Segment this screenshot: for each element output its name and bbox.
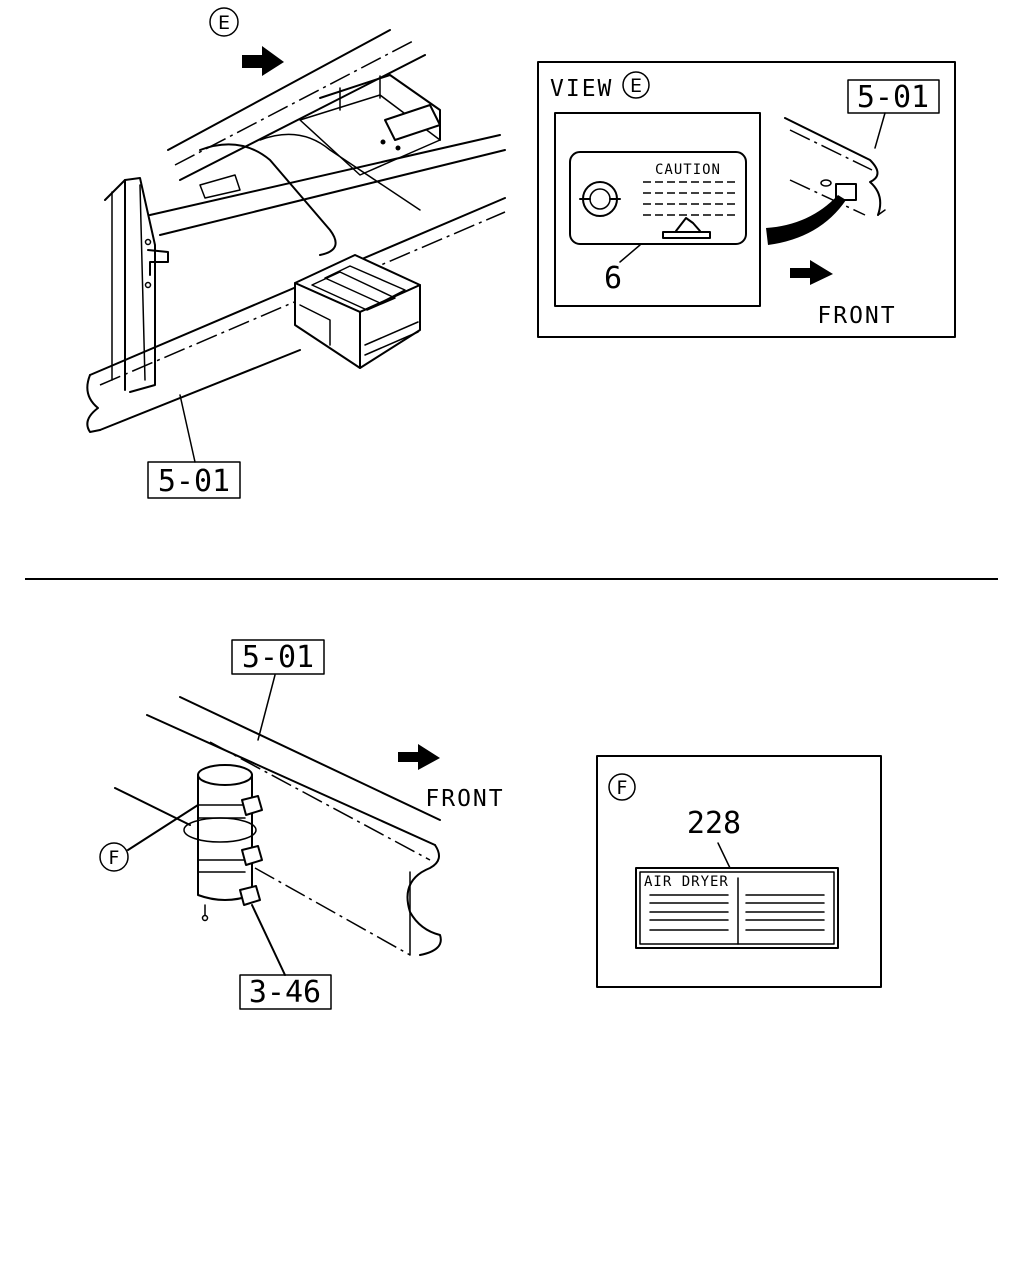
frame-rail-end-profile [86, 374, 101, 433]
view-e-rail-flange [877, 209, 886, 216]
post-clip [147, 249, 169, 276]
frame-rail-upper-inner [179, 54, 426, 181]
frame-rail-upper-edge [167, 29, 391, 151]
view-e-rail-hole [820, 179, 832, 187]
bolt-hole-2 [395, 145, 401, 151]
front-arrow-icon-bottom [398, 744, 440, 770]
view-arrow-icon [242, 46, 284, 76]
location-arrow-icon [766, 195, 846, 245]
caution-text: CAUTION [655, 162, 721, 178]
view-marker-f: F [109, 847, 120, 869]
leader-line-f [127, 804, 199, 851]
ref-box-5-01-bottom [231, 639, 325, 675]
caution-symbol-inner [589, 188, 611, 210]
frame-rail-lower-bottom [99, 349, 301, 431]
leader-line-228 [717, 842, 731, 869]
leader-line-3-46 [251, 904, 286, 976]
battery-box-slot-1 [311, 271, 396, 311]
leader-line-5-01-top [179, 394, 196, 463]
bracket-block [384, 104, 441, 141]
air-dryer-plate-inner [639, 871, 835, 945]
cross-member-tab [199, 174, 241, 199]
frame-rail-mid-inner [159, 149, 506, 236]
view-e-frame [537, 61, 956, 338]
view-f-marker-circle [608, 773, 636, 801]
battery-box-slot-2 [324, 265, 406, 304]
view-marker-e-circle [209, 7, 239, 37]
dryer-fitting-3 [239, 885, 261, 906]
caution-text-lines [643, 181, 736, 216]
dryer-band-top [197, 804, 246, 819]
battery-box-front [359, 284, 421, 369]
battery-box-edge [299, 304, 331, 346]
rail-lower-left [114, 787, 191, 826]
view-e-inset: VIEW E CAUTION 6 5-01 FRONT [537, 61, 956, 338]
view-e-marker-circle [622, 71, 650, 99]
leader-line-6 [619, 244, 641, 263]
top-illustration: E [86, 7, 506, 499]
frame-rail-centerline [174, 39, 416, 166]
caution-plate [569, 151, 747, 245]
dryer-band-mid [197, 859, 246, 873]
post-face [139, 184, 146, 381]
dryer-mount-ring [183, 817, 257, 843]
caution-base [662, 231, 711, 239]
air-dryer-plate-title: AIR DRYER [644, 874, 729, 890]
dryer-drain-valve [201, 914, 209, 922]
front-label-top: FRONT [817, 303, 896, 329]
leader-line-5-01-inset [874, 112, 886, 149]
view-e-label: VIEW [550, 76, 613, 102]
view-marker-f-circle [99, 842, 129, 872]
dryer-cap [197, 764, 253, 786]
view-marker-e: E [218, 12, 230, 34]
plate-text-lines-left [649, 894, 729, 931]
cross-member-lower [259, 133, 421, 211]
ref-box-3-46 [239, 974, 332, 1010]
view-e-marker: E [630, 75, 642, 97]
rail-centerline [209, 741, 431, 861]
ref-label-3-46: 3-46 [249, 975, 321, 1010]
rail-end-profile [406, 844, 442, 956]
rail-lower-centerline [254, 867, 411, 956]
caution-icon [675, 217, 701, 232]
item-number-6: 6 [604, 261, 622, 296]
cross-member-curve [199, 143, 337, 256]
ref-box-5-01-top [147, 461, 241, 499]
leader-line-5-01-bottom [257, 674, 276, 741]
view-e-rail-lower [789, 179, 866, 216]
ref-label-5-01-inset: 5-01 [857, 80, 929, 115]
view-e-rail-end [784, 117, 882, 216]
post-left-edge [104, 179, 126, 391]
view-f-marker: F [617, 777, 628, 799]
view-e-rail-centerline [789, 129, 873, 171]
view-f-inset: F 228 AIR DRYER [596, 755, 882, 988]
ref-box-5-01-inset [847, 79, 940, 114]
dryer-body [197, 774, 253, 901]
post-right-edge [124, 177, 156, 393]
dryer-fitting-1 [241, 795, 263, 816]
rail-top-edge [146, 714, 436, 846]
front-arrow-icon-top [790, 260, 833, 285]
caution-panel [554, 112, 761, 307]
bottom-illustration: 5-01 F 3-46 FRONT [99, 639, 504, 1010]
battery-box-bands [364, 321, 419, 356]
post-hole-1 [144, 238, 152, 246]
plate-text-lines-right [745, 894, 825, 931]
ref-label-5-01-bottom: 5-01 [242, 640, 314, 675]
dryer-fitting-2 [241, 845, 263, 866]
bolt-hole-1 [380, 139, 386, 145]
view-f-frame [596, 755, 882, 988]
bracket-ribs [339, 75, 381, 111]
ref-label-5-01-top: 5-01 [158, 464, 230, 499]
air-dryer-plate [635, 867, 839, 949]
rail-back-edge [179, 696, 441, 821]
item-number-228: 228 [687, 806, 741, 841]
frame-rail-mid [149, 134, 501, 216]
post-hole-2 [144, 281, 152, 289]
front-label-bottom: FRONT [425, 786, 504, 812]
